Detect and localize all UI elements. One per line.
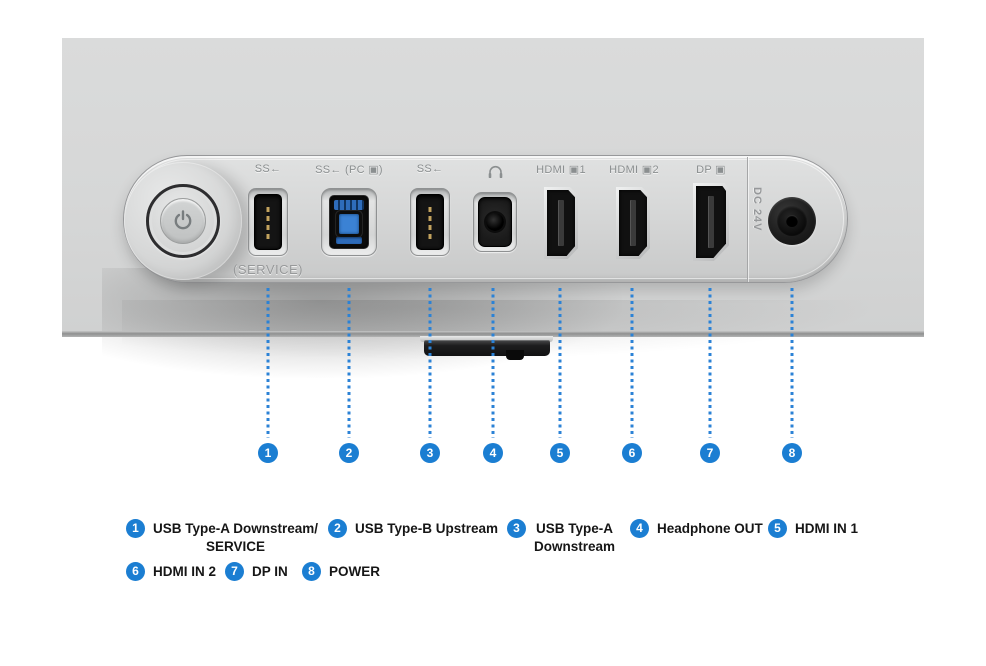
dp-tongue (708, 196, 714, 248)
control-bar (424, 340, 550, 356)
callout-badge-3: 3 (420, 443, 440, 463)
usb-a-port (410, 188, 450, 256)
headphone-jack-hole (486, 213, 504, 231)
usb-a-port-label: SS← (416, 163, 444, 175)
dc-24v-label: DC 24V (751, 187, 763, 232)
callout-badge-2: 2 (339, 443, 359, 463)
callout-badge-1: 1 (258, 443, 278, 463)
legend-num-8: 8 (302, 562, 321, 581)
callout-badge-5: 5 (550, 443, 570, 463)
usb-b-connector (329, 195, 369, 249)
callout-line-7 (708, 288, 712, 438)
usb-contacts (266, 207, 270, 243)
legend-num-2: 2 (328, 519, 347, 538)
service-sublabel: (SERVICE) (233, 262, 303, 277)
headphone-icon (488, 165, 503, 183)
usb-contacts (428, 207, 432, 243)
legend-label-8: POWER (329, 564, 381, 579)
callout-badge-7: 7 (700, 443, 720, 463)
hdmi2-tongue (630, 200, 636, 246)
hdmi1-port-label: HDMI ▣1 (536, 164, 586, 176)
panel-shadow (102, 268, 622, 378)
usb-b-pins-top (334, 200, 364, 210)
legend-item-1: 1 USB Type-A Downstream/SERVICE (126, 519, 318, 555)
legend-label-6: HDMI IN 2 (153, 564, 217, 579)
legend-num-3: 3 (507, 519, 526, 538)
legend-label-4: Headphone OUT (657, 521, 763, 536)
callout-badge-4: 4 (483, 443, 503, 463)
legend-label-1: USB Type-A Downstream/ (153, 521, 319, 536)
hdmi2-port (616, 187, 650, 259)
legend-label-7: DP IN (252, 564, 288, 579)
legend-label-5: HDMI IN 1 (795, 521, 859, 536)
legend-item-6: 6 HDMI IN 2 (126, 562, 216, 581)
hdmi1-tongue (558, 200, 564, 246)
usb-b-blue-insert (339, 214, 359, 234)
legend-item-7: 7 DP IN (225, 562, 288, 581)
legend-label-3: USB Type-A (536, 521, 614, 536)
legend-item-3: 3 USB Type-A Downstream (507, 519, 615, 555)
usb-a-service-port-label: SS← (254, 163, 282, 175)
hdmi1-port (544, 187, 578, 259)
legend-label-2: USB Type-B Upstream (355, 521, 499, 536)
legend-num-5: 5 (768, 519, 787, 538)
control-joystick (506, 350, 524, 360)
legend-num-7: 7 (225, 562, 244, 581)
dc-section-divider (747, 157, 748, 282)
legend-num-1: 1 (126, 519, 145, 538)
legend-item-2: 2 USB Type-B Upstream (328, 519, 498, 538)
callout-line-5 (558, 288, 562, 438)
hdmi2-opening (619, 190, 647, 256)
callout-line-4 (491, 288, 495, 438)
power-icon (174, 210, 192, 230)
legend-item-8: 8 POWER (302, 562, 380, 581)
callout-line-8 (790, 288, 794, 438)
hdmi1-opening (547, 190, 575, 256)
legend-item-4: 4 Headphone OUT (630, 519, 763, 538)
callout-line-2 (347, 288, 351, 438)
usb-a-slot (416, 194, 444, 250)
callout-badge-8: 8 (782, 443, 802, 463)
power-button (160, 198, 206, 244)
usb-b-port (321, 188, 377, 256)
legend-num-6: 6 (126, 562, 145, 581)
callout-line-6 (630, 288, 634, 438)
callout-badge-6: 6 (622, 443, 642, 463)
dp-port-label: DP ▣ (696, 164, 726, 176)
callout-line-3 (428, 288, 432, 438)
legend-num-4: 4 (630, 519, 649, 538)
legend-item-5: 5 HDMI IN 1 (768, 519, 858, 538)
dc-jack-pin (786, 215, 798, 227)
dc-power-jack (768, 197, 816, 245)
legend-label-1b: SERVICE (206, 538, 266, 554)
usb-b-port-label: SS← (PC ▣) (315, 164, 383, 176)
dp-opening (696, 186, 726, 258)
headphone-jack (473, 192, 517, 252)
stand-ledge (420, 336, 553, 342)
callout-line-1 (266, 288, 270, 438)
usb-a-service-slot (254, 194, 282, 250)
dp-port (693, 183, 729, 261)
headphone-jack-face (478, 197, 512, 247)
usb-b-pins-bottom (336, 237, 362, 244)
hdmi2-port-label: HDMI ▣2 (609, 164, 659, 176)
legend-label-3b: Downstream (534, 538, 616, 554)
usb-a-service-port (248, 188, 288, 256)
